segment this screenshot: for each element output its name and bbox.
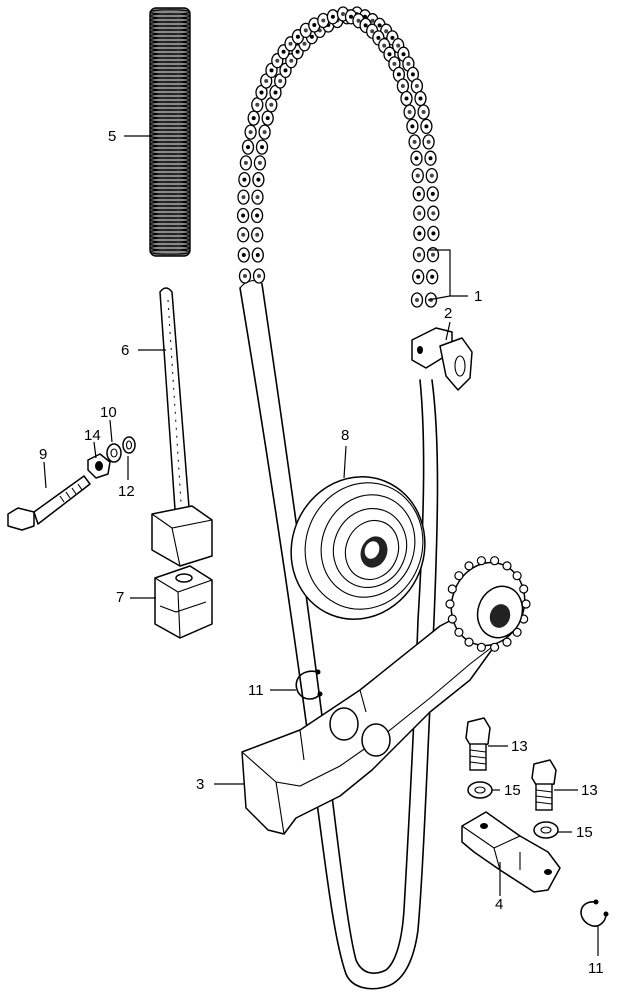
tensioner-spring (149, 7, 191, 257)
callout-7: 7 (116, 589, 125, 606)
guide-plate (411, 327, 473, 391)
tensioner-push-rod (159, 287, 191, 525)
flange-bolt (531, 759, 557, 811)
guide-roller (290, 476, 426, 620)
callout-14: 14 (84, 427, 101, 444)
lock-nut (87, 453, 111, 479)
washer (467, 781, 493, 799)
flange-bolt (465, 717, 491, 771)
washer (533, 821, 559, 839)
callout-11-lower: 11 (588, 960, 604, 977)
callout-4: 4 (495, 896, 504, 913)
callout-13-upper: 13 (511, 738, 528, 755)
callout-6: 6 (121, 342, 130, 359)
callout-9: 9 (39, 446, 48, 463)
cam-chain (236, 6, 440, 308)
callout-10: 10 (100, 404, 117, 421)
callout-12: 12 (118, 483, 135, 500)
tensioner-arm (241, 599, 501, 835)
guide-stopper (461, 811, 561, 893)
rod-holder-block (151, 505, 213, 567)
callout-15-upper: 15 (504, 782, 521, 799)
callout-1: 1 (474, 288, 483, 305)
circlip (580, 899, 609, 927)
circlip (295, 669, 323, 700)
callout-15-lower: 15 (576, 824, 593, 841)
leader-lines (43, 135, 599, 956)
callout-5: 5 (108, 128, 117, 145)
callout-11-upper: 11 (248, 682, 264, 699)
callout-13-lower: 13 (581, 782, 598, 799)
snap-clip (122, 436, 136, 454)
sealing-washer (106, 443, 122, 463)
tensioner-sprocket (445, 556, 531, 652)
tensioner-bolt (7, 475, 91, 531)
callout-8: 8 (341, 427, 350, 444)
cam-chain-guide (239, 279, 439, 990)
tensioner-cushion (154, 565, 213, 639)
callout-2: 2 (444, 305, 453, 322)
callout-3: 3 (196, 776, 205, 793)
